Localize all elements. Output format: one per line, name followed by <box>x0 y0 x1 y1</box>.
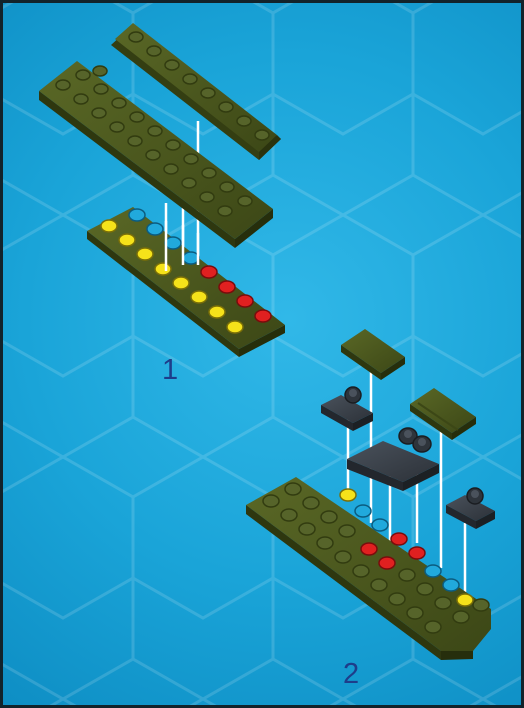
step-number-1: 1 <box>162 356 178 385</box>
step-number-2: 2 <box>343 660 359 689</box>
instruction-illustration <box>3 3 521 705</box>
